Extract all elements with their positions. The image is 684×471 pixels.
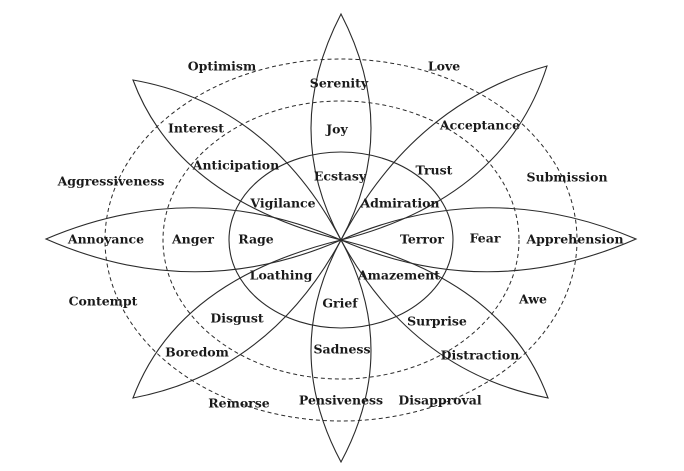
label-interest: Interest <box>168 121 224 136</box>
petals <box>44 12 638 464</box>
label-grief: Grief <box>322 296 359 311</box>
label-ecstasy: Ecstasy <box>314 169 367 184</box>
label-contempt: Contempt <box>69 294 138 309</box>
label-boredom: Boredom <box>165 345 229 360</box>
petal-anger <box>44 207 343 273</box>
label-vigilance: Vigilance <box>249 196 315 211</box>
inner-dashed-ring <box>162 100 520 380</box>
petal-sadness <box>310 238 372 464</box>
dyad-labels: Love Submission Awe Disapproval Remorse … <box>57 59 608 411</box>
label-aggressiveness: Aggressiveness <box>57 174 165 189</box>
label-submission: Submission <box>526 170 607 185</box>
inner-solid-ring <box>228 151 454 329</box>
petal-disgust <box>132 239 343 399</box>
label-awe: Awe <box>518 292 547 307</box>
label-loathing: Loathing <box>250 268 313 283</box>
label-admiration: Admiration <box>359 196 439 211</box>
label-rage: Rage <box>238 232 274 247</box>
label-fear: Fear <box>470 231 501 246</box>
petal-trust <box>339 65 548 241</box>
label-annoyance: Annoyance <box>67 232 144 247</box>
label-anger: Anger <box>171 232 214 247</box>
label-distraction: Distraction <box>441 348 520 363</box>
petal-labels: Serenity Joy Ecstasy Acceptance Trust Ad… <box>67 76 624 408</box>
label-anticipation: Anticipation <box>192 158 279 173</box>
label-pensiveness: Pensiveness <box>299 393 383 408</box>
label-optimism: Optimism <box>188 59 256 74</box>
label-disgust: Disgust <box>210 311 263 326</box>
label-acceptance: Acceptance <box>439 118 520 133</box>
label-joy: Joy <box>325 122 348 137</box>
label-sadness: Sadness <box>314 342 371 357</box>
label-terror: Terror <box>400 232 444 247</box>
label-remorse: Remorse <box>208 396 270 411</box>
petal-joy <box>310 12 372 242</box>
label-surprise: Surprise <box>407 314 467 329</box>
petal-fear <box>339 207 638 273</box>
label-apprehension: Apprehension <box>525 232 623 247</box>
label-trust: Trust <box>416 163 453 178</box>
label-love: Love <box>428 59 460 74</box>
petal-surprise <box>339 239 549 399</box>
label-amazement: Amazement <box>357 268 440 283</box>
label-serenity: Serenity <box>310 76 369 91</box>
outer-dashed-ring <box>104 58 578 422</box>
label-disapproval: Disapproval <box>398 393 481 408</box>
petal-anticipation <box>132 79 343 241</box>
